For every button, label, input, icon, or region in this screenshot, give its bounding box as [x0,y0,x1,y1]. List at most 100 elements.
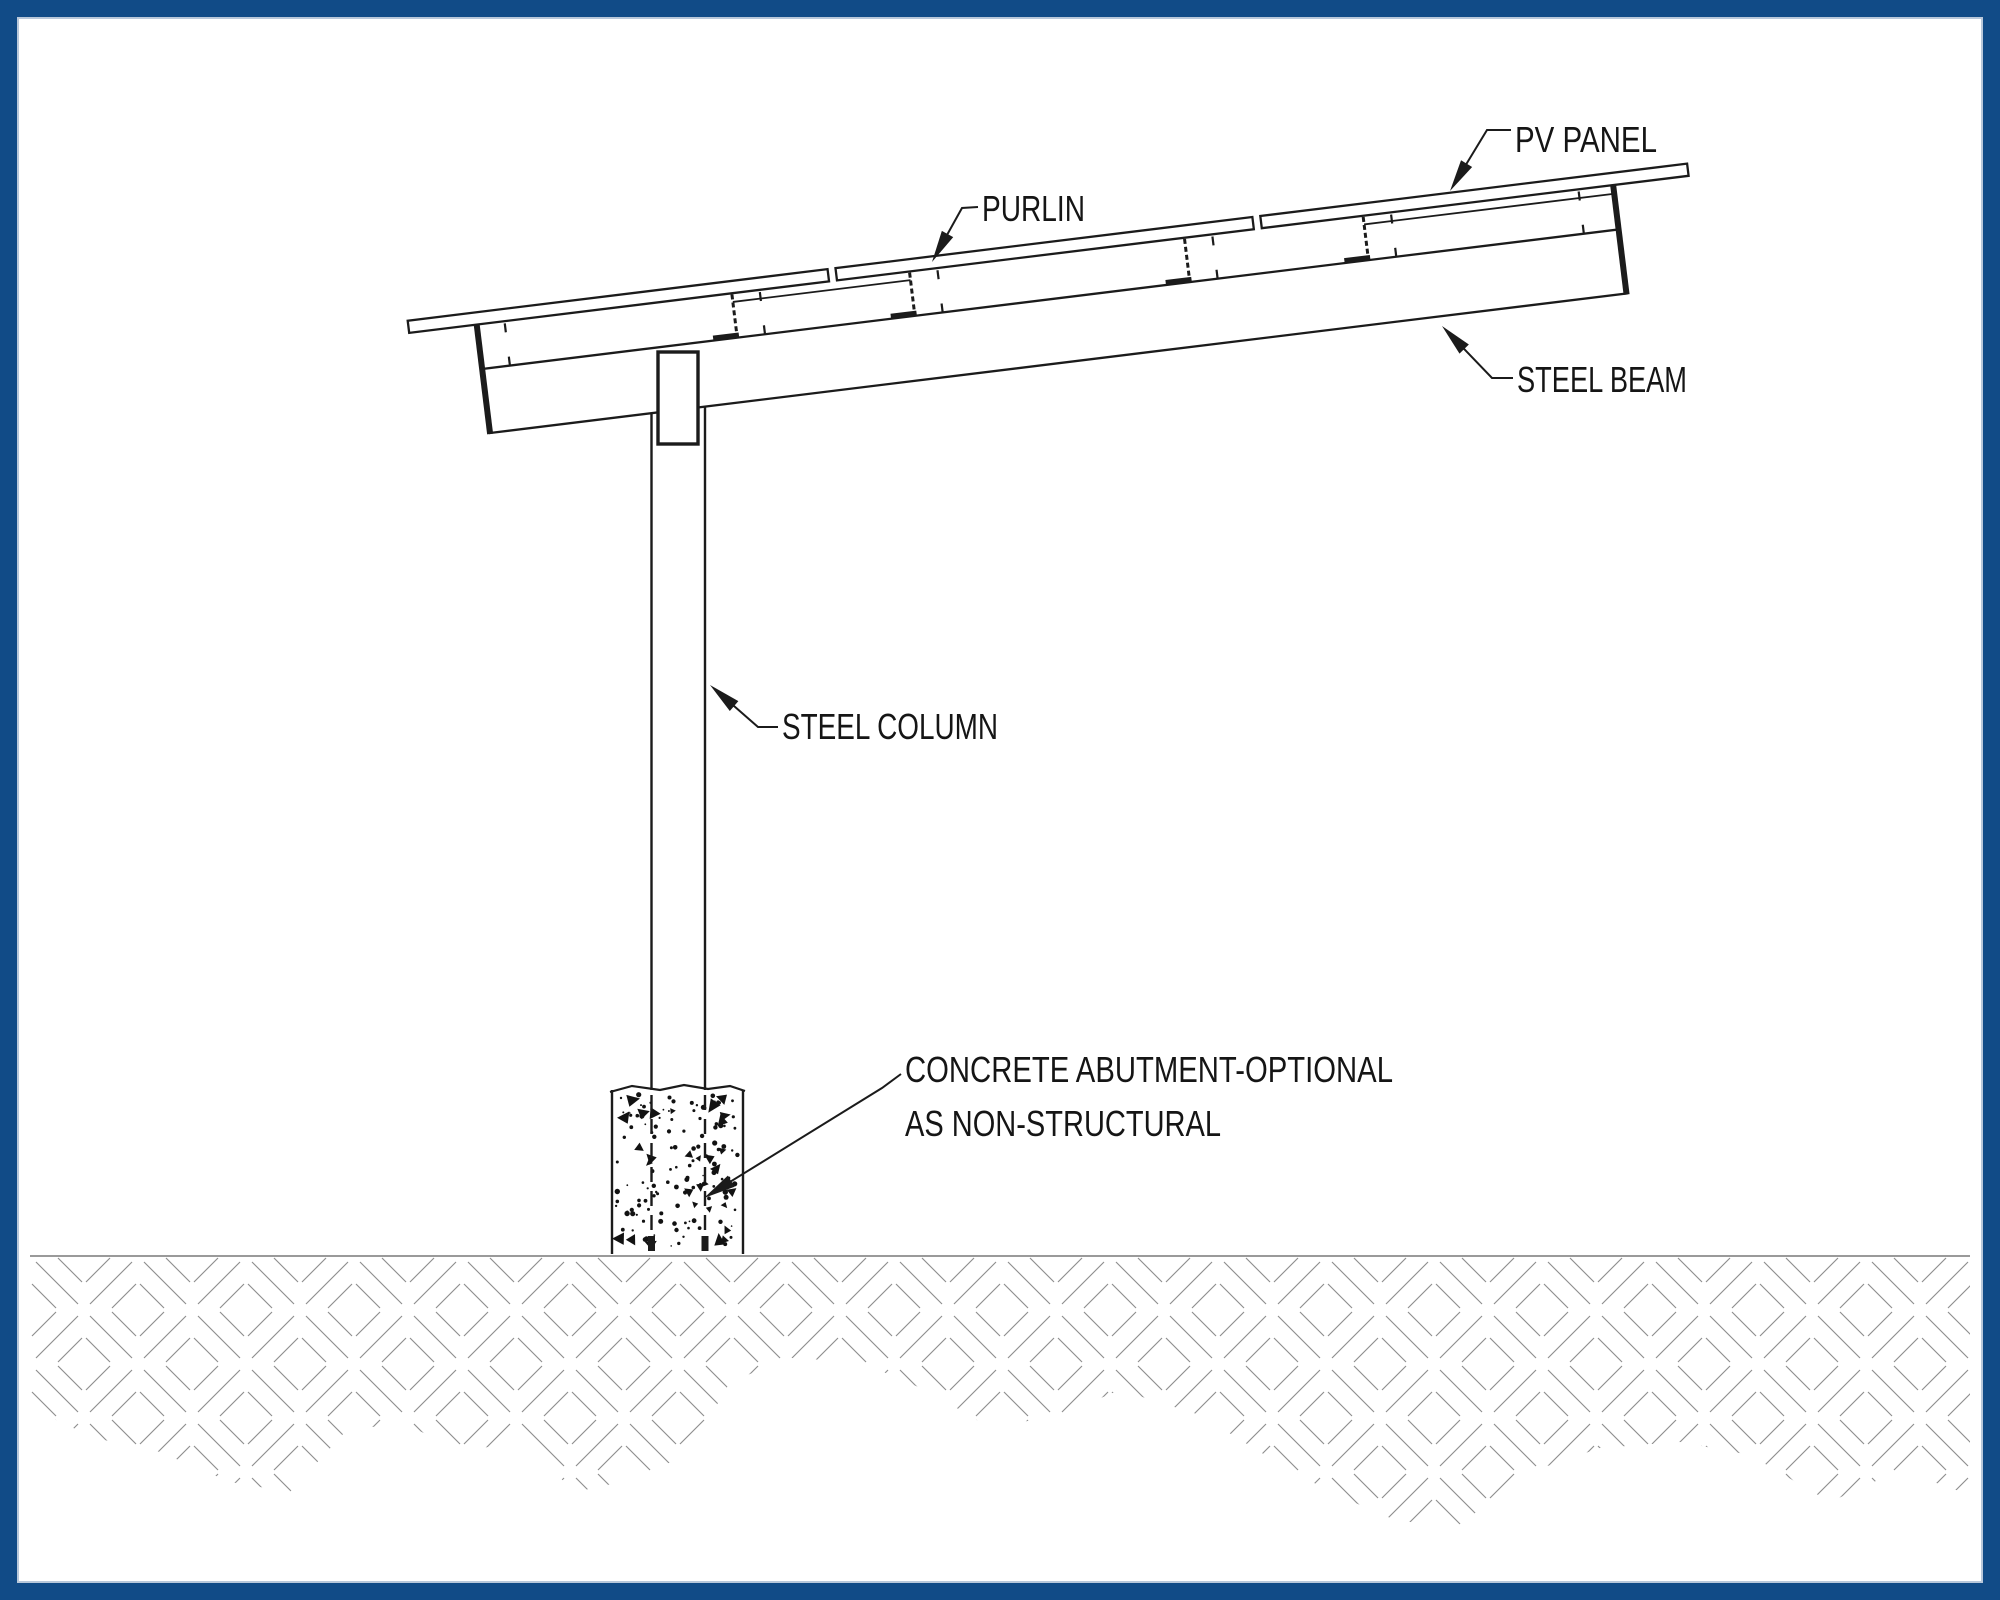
concrete-aggregate-speckle [724,1225,732,1235]
concrete-speckle [629,1207,634,1212]
purlin-bottom-flange [1344,254,1371,264]
concrete-speckle [723,1124,726,1128]
concrete-speckle [643,1236,650,1242]
concrete-speckle [698,1116,702,1121]
steel-beam-label: STEEL BEAM [1517,359,1687,400]
concrete-speckle [733,1208,737,1212]
steel-column-leader-arrowhead [710,685,739,711]
concrete-aggregate-speckle [692,1201,699,1209]
concrete-speckle [712,1140,718,1146]
concrete-speckle [702,1174,704,1177]
concrete-aggregate-speckle [720,1202,728,1209]
concrete-speckle [682,1129,686,1133]
concrete-speckle [670,1118,674,1121]
concrete-speckle [667,1095,672,1100]
purlin-web [1183,238,1192,282]
concrete-aggregate-speckle [646,1158,653,1166]
concrete-speckle [721,1144,727,1149]
concrete-speckle [640,1104,642,1107]
purlin-far-edge-tick [1215,269,1219,279]
pv-panel-leader-arrowhead [1450,160,1473,191]
concrete-aggregate-speckle [684,1150,693,1158]
purlin-far-edge-tick [1390,214,1394,224]
concrete-speckle [710,1093,716,1099]
concrete-speckle [658,1218,664,1224]
purlin-far-edge-tick [936,270,940,280]
concrete-speckle [653,1234,656,1236]
purlin-far-edge-tick [1211,236,1215,246]
purlin-web [908,272,917,316]
concrete-aggregate-speckle [705,1206,713,1213]
concrete-aggregate-speckle [726,1188,737,1197]
concrete-speckle [626,1184,629,1187]
concrete-speckle [659,1211,664,1216]
concrete-speckle [671,1099,676,1104]
purlin-bottom-flange [1165,276,1192,286]
purlin-far-edge-tick [940,303,944,313]
beam-end-cap-right [1610,184,1630,295]
concrete-speckle [666,1129,672,1134]
concrete-speckle [731,1115,735,1119]
concrete-speckle [691,1185,696,1190]
concrete-speckle [641,1219,646,1223]
concrete-aggregate-speckle [717,1114,728,1127]
concrete-speckle [723,1194,729,1200]
purlin-top-flange-line [732,279,911,303]
steel-beam-leader [1459,344,1513,379]
purlin-web [1361,216,1370,260]
concrete-aggregate-speckle [649,1107,661,1120]
roof-assembly [406,162,1690,435]
concrete-abutment-leader-arrowhead [704,1175,735,1198]
concrete-aggregate-speckle [721,1235,729,1244]
concrete-speckle [689,1100,694,1105]
concrete-speckle [646,1187,649,1190]
concrete-speckle [720,1177,724,1181]
concrete-aggregate-speckle [708,1098,721,1113]
concrete-speckle [688,1220,691,1223]
concrete-speckle [677,1241,681,1246]
pv-panel-label: PV PANEL [1515,119,1657,160]
concrete-speckle [629,1125,634,1130]
concrete-speckle [652,1194,656,1198]
concrete-speckle [735,1152,740,1158]
concrete-speckle [674,1184,679,1190]
concrete-speckle [626,1210,629,1213]
concrete-speckle [641,1181,645,1184]
purlin-leader [943,206,979,240]
concrete-speckle [614,1204,618,1208]
purlin-far-edge-tick [1577,191,1581,201]
concrete-aggregate-speckle [625,1234,636,1246]
concrete-speckle [669,1168,672,1171]
concrete-speckle [630,1211,636,1217]
pv-panel-shape [406,162,1690,335]
concrete-speckle [670,1245,672,1247]
concrete-aggregate-speckle [670,1108,676,1115]
concrete-speckle [622,1135,626,1140]
pv-panel-segment [1259,162,1690,230]
concrete-speckle [666,1180,670,1184]
purlin-far-edge-tick [762,325,767,334]
concrete-aggregate-speckle [710,1163,721,1175]
leader-lines [704,129,1513,1198]
purlin-far-edge-tick [758,291,763,302]
concrete-speckle [682,1235,685,1239]
pv-panel-segment [406,267,831,335]
concrete-speckle [667,1110,670,1112]
concrete-speckle [629,1113,633,1117]
concrete-speckle [631,1229,634,1232]
concrete-speckle [674,1227,679,1233]
concrete-speckle [675,1165,678,1169]
concrete-speckle [684,1221,687,1225]
concrete-speckle [622,1111,625,1114]
concrete-speckle [722,1189,728,1195]
concrete-speckle [662,1108,665,1111]
concrete-speckle [714,1122,719,1126]
concrete-aggregate-speckle [684,1188,694,1198]
concrete-speckle [656,1192,660,1196]
concrete-speckle [620,1227,625,1232]
concrete-aggregate-speckle [637,1108,650,1120]
concrete-speckle [684,1177,690,1182]
concrete-speckle [691,1218,697,1224]
